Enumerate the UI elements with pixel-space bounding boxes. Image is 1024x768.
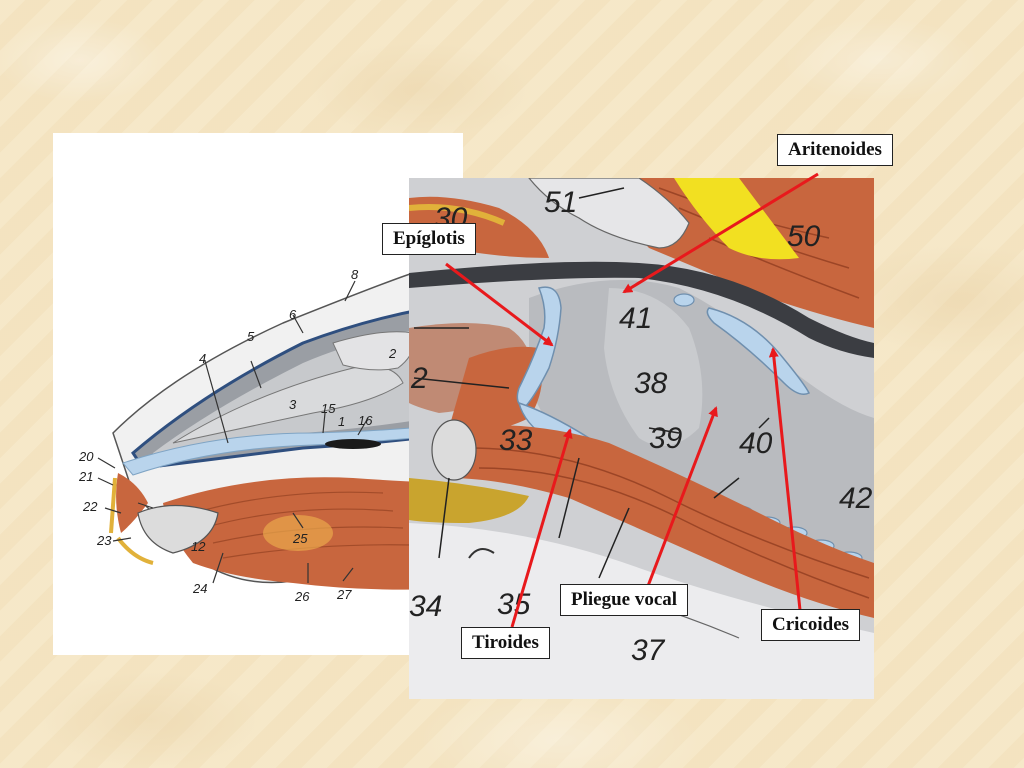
left-label-16: 16 xyxy=(358,413,373,428)
right-label-50: 50 xyxy=(787,220,821,253)
label-epiglotis: Epíglotis xyxy=(382,223,476,255)
left-label-22: 22 xyxy=(82,499,98,514)
label-tiroides: Tiroides xyxy=(461,627,550,659)
label-cricoides: Cricoides xyxy=(761,609,861,641)
left-label-23: 23 xyxy=(96,533,112,548)
left-label-26: 26 xyxy=(294,589,310,604)
left-label-2: 2 xyxy=(388,346,397,361)
left-label-27: 27 xyxy=(336,587,352,602)
right-label-42: 42 xyxy=(839,482,873,515)
right-label-33: 33 xyxy=(499,424,533,457)
left-label-1: 1 xyxy=(338,414,345,429)
left-label-3: 3 xyxy=(289,397,297,412)
left-label-20: 20 xyxy=(78,449,94,464)
right-label-34: 34 xyxy=(409,590,442,623)
left-label-5: 5 xyxy=(247,329,255,344)
left-label-8: 8 xyxy=(351,267,359,282)
left-anatomy-figure: 1 2 3 4 5 6 8 12 15 16 20 21 22 23 24 25… xyxy=(53,133,463,655)
label-aritenoides: Aritenoides xyxy=(777,134,893,166)
left-label-12: 12 xyxy=(191,539,206,554)
right-label-38: 38 xyxy=(634,367,668,400)
left-label-21: 21 xyxy=(78,469,93,484)
left-figure-drawing: 1 2 3 4 5 6 8 12 15 16 20 21 22 23 24 25… xyxy=(78,262,463,604)
right-label-2: 2 xyxy=(410,362,428,395)
right-label-40: 40 xyxy=(739,427,773,460)
left-label-25: 25 xyxy=(292,531,308,546)
left-label-24: 24 xyxy=(192,581,207,596)
right-label-41: 41 xyxy=(619,302,652,335)
left-label-4: 4 xyxy=(199,351,206,366)
left-label-6: 6 xyxy=(289,307,297,322)
right-label-51: 51 xyxy=(544,186,577,219)
left-label-15: 15 xyxy=(321,401,336,416)
right-label-35: 35 xyxy=(497,588,531,621)
right-label-39: 39 xyxy=(649,422,683,455)
label-pliegue-vocal: Pliegue vocal xyxy=(560,584,689,616)
right-label-37: 37 xyxy=(631,634,666,667)
